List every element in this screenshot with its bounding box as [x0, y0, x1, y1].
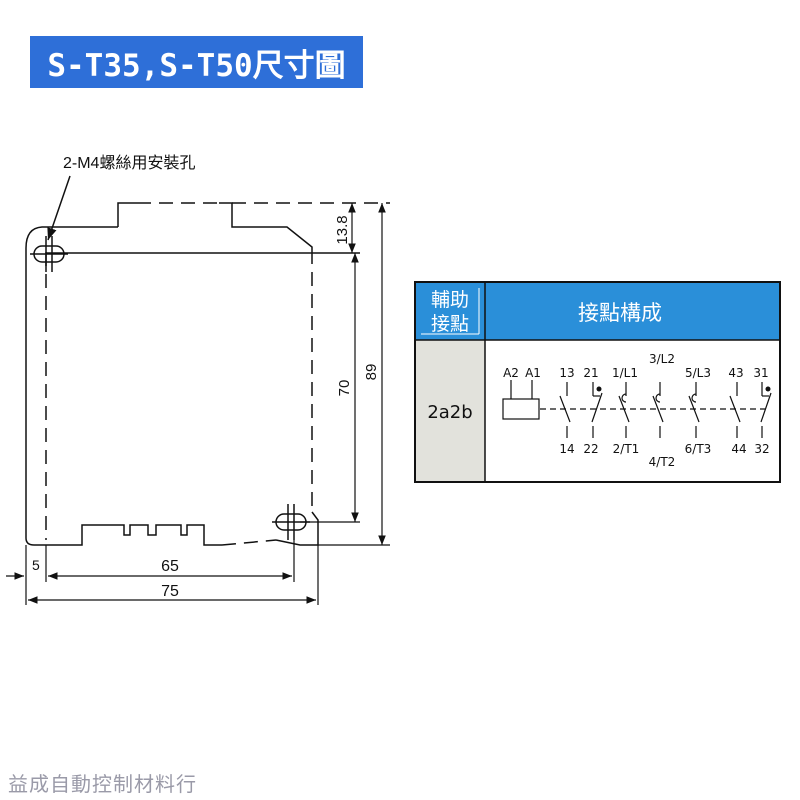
hidden-lines — [45, 202, 390, 546]
terminal-top: 21 — [583, 366, 598, 380]
dim-mount-height: 70 — [336, 380, 353, 397]
row-label-text: 2a2b — [427, 402, 472, 423]
header-right-text: 接點構成 — [578, 301, 662, 325]
terminal-bottom: 14 — [559, 442, 574, 456]
header-left-cell — [415, 282, 485, 340]
terminal-top: 5/L3 — [685, 366, 711, 380]
terminal-top: 31 — [753, 366, 768, 380]
terminal-top: 1/L1 — [612, 366, 638, 380]
mount-hole-top-left — [30, 236, 68, 272]
mount-hole-bottom-right — [272, 504, 310, 540]
terminal-labels: A2 A1 13 21 1/L1 3/L2 5/L3 43 31 14 22 2… — [503, 352, 770, 469]
terminal-bottom: 32 — [754, 442, 769, 456]
dim-mount-width: 65 — [161, 558, 179, 575]
table-border — [414, 281, 781, 483]
device-outline — [25, 202, 319, 546]
terminal-top: 3/L2 — [649, 352, 675, 366]
hole-leader — [47, 175, 71, 241]
terminal-bottom: 6/T3 — [685, 442, 712, 456]
dim-overall-width: 75 — [161, 583, 179, 600]
terminal-bottom: 4/T2 — [649, 455, 676, 469]
header-left-line2: 接點 — [431, 313, 469, 335]
dim-overall-height: 89 — [363, 364, 380, 381]
terminal-bottom: 22 — [583, 442, 598, 456]
terminal-top: A2 — [503, 366, 519, 380]
terminal-top: 13 — [559, 366, 574, 380]
nc-dot-31 — [765, 386, 771, 392]
terminal-top: A1 — [525, 366, 541, 380]
row-content-cell — [485, 340, 780, 482]
terminal-top: 43 — [728, 366, 743, 380]
watermark-footer: 益成自動控制材料行 — [8, 772, 197, 796]
dim-left-offset: 5 — [32, 557, 40, 573]
row-label-cell — [415, 340, 485, 482]
terminal-bottom: 44 — [731, 442, 746, 456]
header-right-cell — [485, 282, 780, 340]
dim-top-step: 13.8 — [334, 215, 351, 244]
terminal-bottom: 2/T1 — [613, 442, 640, 456]
contact-table: 輔助 接點 接點構成 2a2b — [414, 281, 781, 483]
page-title: S-T35,S-T50尺寸圖 — [47, 47, 346, 84]
contact-schematic — [502, 380, 772, 438]
hole-label: 2-M4螺絲用安裝孔 — [63, 154, 195, 172]
coil-symbol — [502, 398, 540, 420]
nc-dot-21 — [596, 386, 602, 392]
header-left-line1: 輔助 — [431, 289, 469, 311]
title-banner: S-T35,S-T50尺寸圖 — [30, 36, 363, 88]
